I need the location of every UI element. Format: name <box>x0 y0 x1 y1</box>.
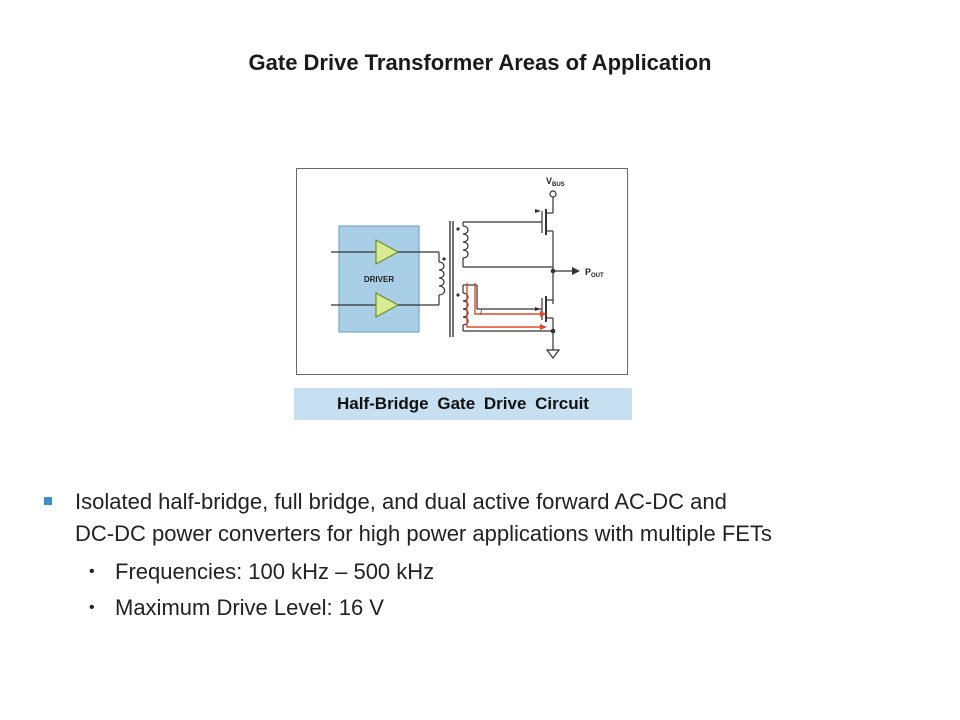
buffer-top <box>375 238 400 266</box>
driver-label: DRIVER <box>364 275 394 284</box>
sub-bullet-text: Maximum Drive Level: 16 V <box>115 595 384 620</box>
dot-bullet-icon: • <box>89 599 95 616</box>
figure-caption: Half-Bridge Gate Drive Circuit <box>294 388 632 420</box>
bullet-list: Isolated half-bridge, full bridge, and d… <box>44 486 944 624</box>
current-label: i <box>480 307 482 316</box>
sub-bullet-item: • Frequencies: 100 kHz – 500 kHz <box>44 556 944 588</box>
pout-label: POUT <box>585 267 604 279</box>
sub-bullet-text: Frequencies: 100 kHz – 500 kHz <box>115 559 435 584</box>
current-path-inner <box>466 283 540 328</box>
secondary-winding-top <box>462 225 469 259</box>
current-path-outer <box>474 283 540 315</box>
slide-title: Gate Drive Transformer Areas of Applicat… <box>248 50 712 75</box>
bullet-text-line-2: DC-DC power converters for high power ap… <box>75 521 772 546</box>
circuit-schematic: DRIVER VBUS POUT i <box>331 176 604 359</box>
caption-text: Half-Bridge Gate Drive Circuit <box>337 394 589 413</box>
vbus-label: VBUS <box>546 176 565 188</box>
bullet-item: Isolated half-bridge, full bridge, and d… <box>44 486 944 550</box>
primary-winding <box>438 261 446 296</box>
sub-bullet-item: • Maximum Drive Level: 16 V <box>44 592 944 624</box>
half-bridge-diagram: DRIVER VBUS POUT i <box>296 168 628 375</box>
buffer-bottom <box>375 291 400 319</box>
dot-bullet-icon: • <box>89 563 95 580</box>
square-bullet-icon <box>44 497 52 505</box>
bullet-text-line-1: Isolated half-bridge, full bridge, and d… <box>75 489 727 514</box>
